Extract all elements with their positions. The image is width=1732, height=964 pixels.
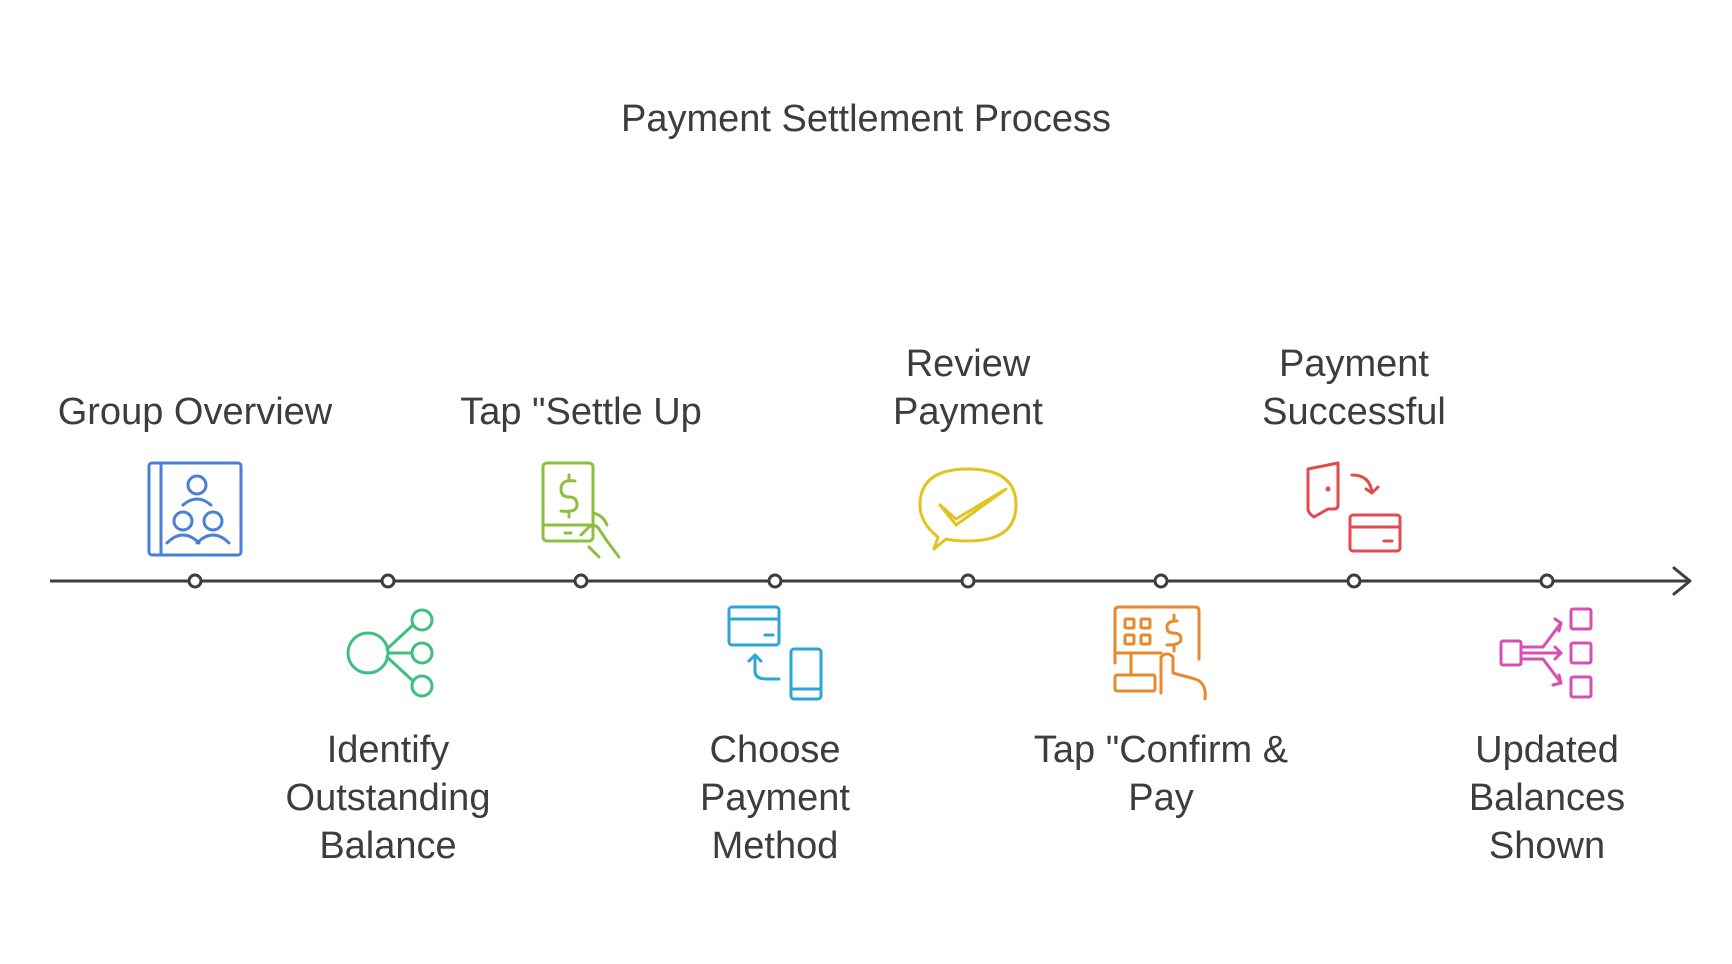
step-label-line: Group Overview [57,391,333,433]
step-label-line: Balances [1468,777,1626,819]
step-label-line: Tap "Settle Up [460,391,702,433]
timeline-marker [767,573,783,589]
distribution-arrows-icon [1499,607,1593,699]
step-label-line: Pay [1128,777,1194,819]
step-label-line: Review [905,343,1031,385]
timeline-marker [187,573,203,589]
timeline-marker [1346,573,1362,589]
branching-nodes-icon [346,608,434,698]
step-label-line: Tap "Confirm & [1033,729,1289,771]
timeline-marker [573,573,589,589]
keypad-tap-icon [1113,605,1207,701]
wallet-card-transfer-icon [1306,461,1402,553]
timeline-marker [960,573,976,589]
check-speech-bubble-icon [918,467,1018,551]
timeline-arrowhead [1672,566,1692,596]
step-label-line: Outstanding [285,777,491,819]
step-label-line: Choose [709,729,841,771]
timeline-marker [1539,573,1555,589]
step-label-line: Payment [700,777,850,819]
step-label-line: Payment [893,391,1043,433]
diagram-title: Payment Settlement Process [621,98,1111,140]
phone-dollar-tap-icon [541,461,621,559]
card-to-phone-icon [727,605,823,701]
timeline-marker [380,573,396,589]
step-label-line: Method [711,825,839,867]
step-label-line: Balance [319,825,457,867]
step-label-line: Payment [1279,343,1429,385]
step-label-line: Successful [1262,391,1446,433]
step-label: Tap "Confirm & Pay [1011,726,1311,822]
step-label-line: Updated [1475,729,1619,771]
step-label-line: Shown [1488,825,1606,867]
group-profile-icon [147,461,243,557]
step-label: Group Overview [45,388,345,436]
step-label-line: Identify [326,729,450,771]
timeline-marker [1153,573,1169,589]
step-label: Tap "Settle Up [431,388,731,436]
